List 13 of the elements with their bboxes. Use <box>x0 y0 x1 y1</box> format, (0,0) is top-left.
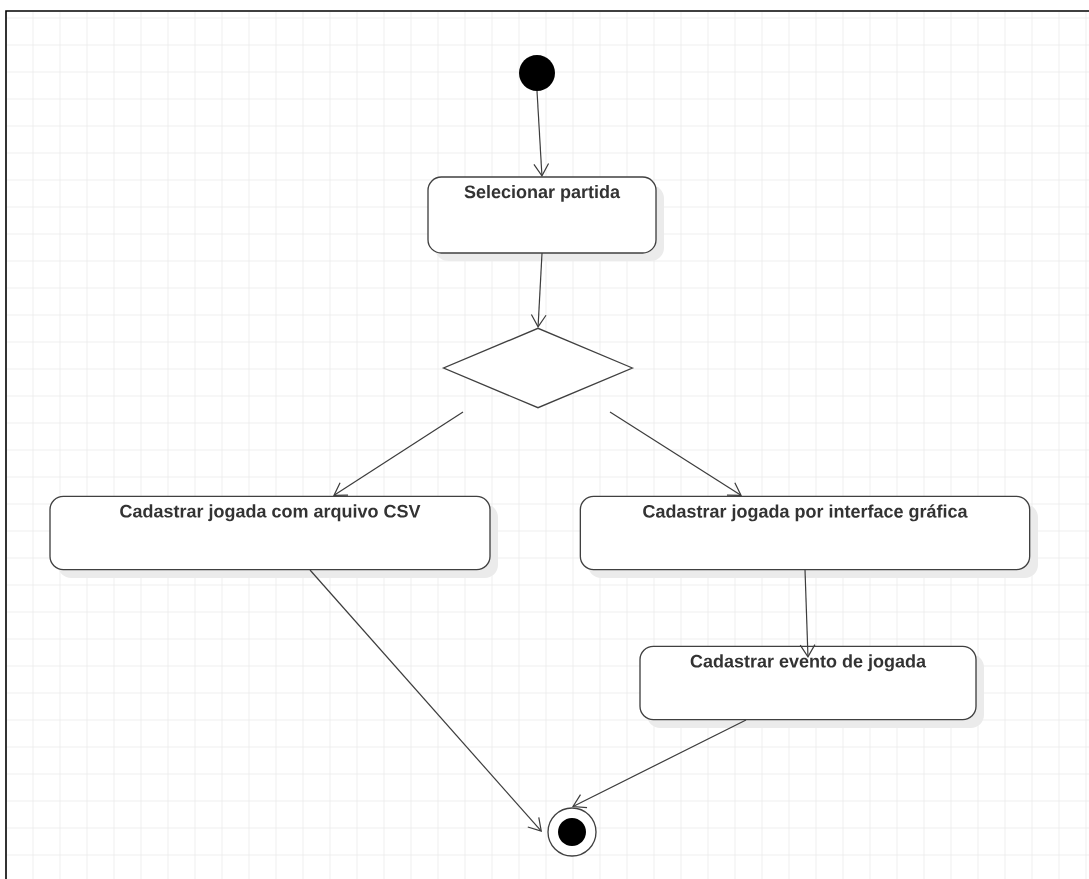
activity-box: Cadastrar evento de jogada <box>639 645 984 728</box>
arrow <box>309 569 542 832</box>
activity-box: Cadastrar jogada por interface gráfica <box>579 495 1038 578</box>
end-node <box>547 807 597 857</box>
activity-box: Cadastrar jogada com arquivo CSV <box>49 495 498 578</box>
start-node <box>519 55 555 91</box>
arrow <box>609 411 742 496</box>
arrow <box>799 569 816 658</box>
activity-box: Selecionar partida <box>427 176 664 261</box>
arrow <box>530 252 547 328</box>
arrow <box>333 411 464 496</box>
arrow <box>533 90 550 177</box>
arrow <box>572 719 747 809</box>
